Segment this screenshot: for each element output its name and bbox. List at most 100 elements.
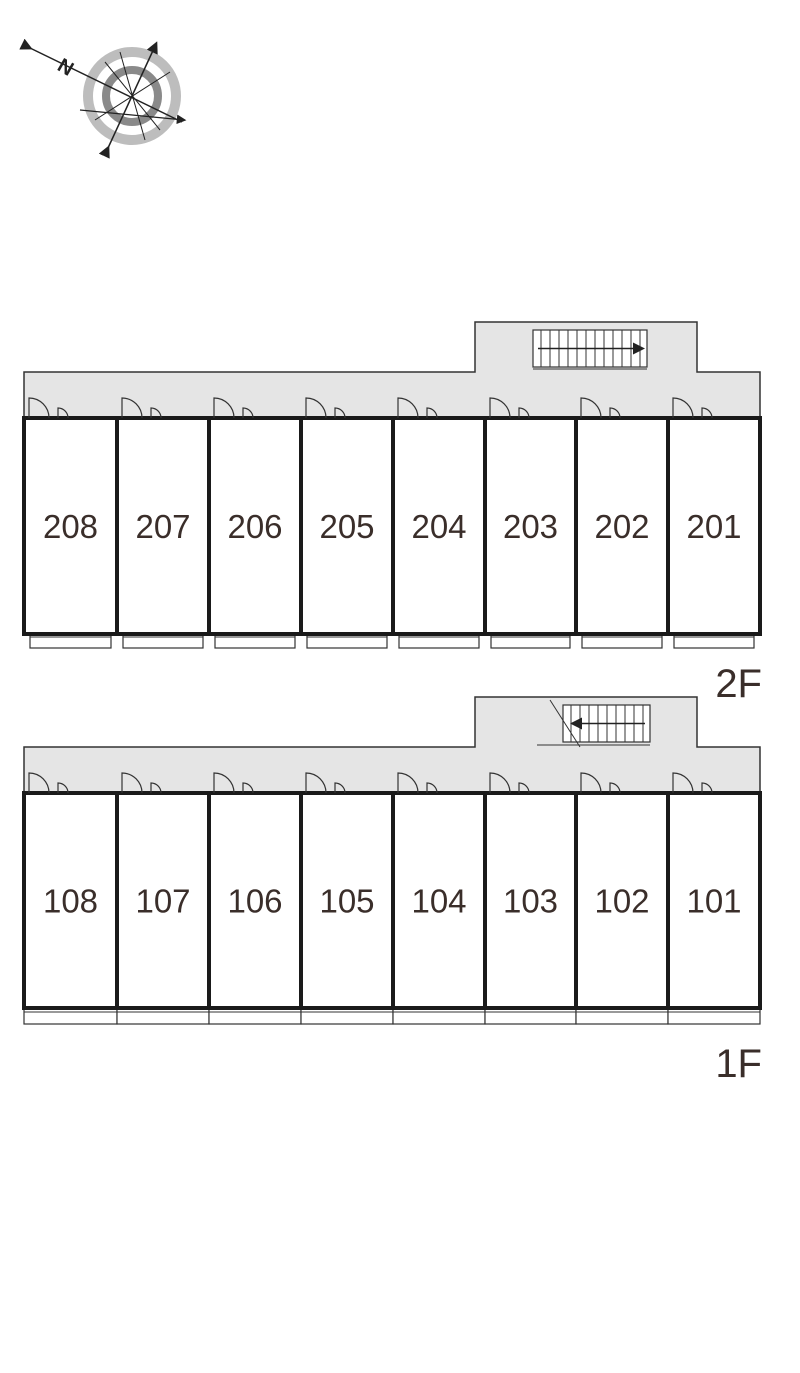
door-icon [580, 397, 602, 419]
balcony [122, 633, 204, 649]
unit-107: 107 [115, 772, 211, 1025]
unit-room [666, 416, 762, 636]
balcony [116, 1007, 210, 1025]
compass-rose-icon: N [19, 38, 187, 159]
unit-106: 106 [207, 772, 303, 1025]
door-icon [242, 782, 254, 794]
unit-label: 205 [319, 508, 374, 545]
balcony [581, 633, 663, 649]
unit-103: 103 [483, 772, 578, 1025]
balcony [306, 633, 388, 649]
door-icon [57, 407, 69, 419]
balcony [23, 1007, 118, 1025]
door-icon [28, 772, 50, 794]
unit-102: 102 [574, 772, 670, 1025]
door-icon [672, 397, 694, 419]
door-icon [121, 397, 143, 419]
door-icon [28, 397, 50, 419]
unit-label: 202 [594, 508, 649, 545]
unit-label: 105 [319, 883, 374, 920]
door-icon [580, 772, 602, 794]
unit-room [483, 791, 578, 1010]
unit-room [207, 416, 303, 636]
floor-label: 2F [715, 662, 762, 706]
door-icon [305, 772, 327, 794]
unit-105: 105 [299, 772, 395, 1025]
unit-room [391, 791, 487, 1010]
floor-1f-plan: 108 107 106 105 104 103 102 101 1F [22, 696, 762, 1086]
unit-label: 201 [686, 508, 741, 545]
door-icon [489, 772, 511, 794]
unit-room [115, 791, 211, 1010]
unit-204: 204 [391, 397, 487, 649]
floor-label: 1F [715, 1042, 762, 1086]
door-icon [334, 782, 346, 794]
unit-101: 101 [666, 772, 762, 1025]
unit-label: 106 [227, 883, 282, 920]
balcony [392, 1007, 486, 1025]
door-icon [426, 407, 438, 419]
unit-label: 101 [686, 883, 741, 920]
unit-room [391, 416, 487, 636]
door-icon [397, 397, 419, 419]
unit-203: 203 [483, 397, 578, 649]
unit-201: 201 [666, 397, 762, 649]
staircase [532, 329, 648, 370]
door-icon [213, 397, 235, 419]
door-icon [305, 397, 327, 419]
door-icon [518, 407, 530, 419]
door-icon [609, 782, 621, 794]
unit-205: 205 [299, 397, 395, 649]
unit-104: 104 [391, 772, 487, 1025]
balcony [300, 1007, 394, 1025]
unit-label: 108 [43, 883, 98, 920]
unit-room [22, 791, 119, 1010]
unit-206: 206 [207, 397, 303, 649]
unit-room [299, 416, 395, 636]
door-icon [213, 772, 235, 794]
corridor [23, 321, 761, 419]
unit-label: 203 [503, 508, 558, 545]
unit-207: 207 [115, 397, 211, 649]
staircase [537, 699, 651, 748]
unit-room [666, 791, 762, 1010]
unit-label: 102 [594, 883, 649, 920]
unit-202: 202 [574, 397, 670, 649]
unit-room [483, 416, 578, 636]
unit-label: 208 [43, 508, 98, 545]
door-icon [426, 782, 438, 794]
floor-2f-plan: 208 207 206 205 204 203 202 201 2F [22, 321, 762, 706]
unit-108: 108 [22, 772, 119, 1025]
door-icon [242, 407, 254, 419]
unit-label: 207 [135, 508, 190, 545]
balcony [29, 633, 112, 649]
unit-room [207, 791, 303, 1010]
unit-label: 206 [227, 508, 282, 545]
door-icon [701, 782, 713, 794]
unit-label: 104 [411, 883, 466, 920]
door-icon [672, 772, 694, 794]
door-icon [150, 407, 162, 419]
door-icon [150, 782, 162, 794]
balcony [398, 633, 480, 649]
balcony [208, 1007, 302, 1025]
door-icon [609, 407, 621, 419]
balcony [667, 1007, 761, 1025]
balcony [673, 633, 755, 649]
door-icon [701, 407, 713, 419]
compass-north-label: N [54, 54, 78, 80]
unit-label: 107 [135, 883, 190, 920]
door-icon [489, 397, 511, 419]
door-icon [397, 772, 419, 794]
door-icon [57, 782, 69, 794]
balcony [490, 633, 571, 649]
unit-208: 208 [22, 397, 119, 649]
balcony [575, 1007, 669, 1025]
unit-room [574, 791, 670, 1010]
door-icon [518, 782, 530, 794]
door-icon [121, 772, 143, 794]
unit-label: 103 [503, 883, 558, 920]
balcony [214, 633, 296, 649]
unit-label: 204 [411, 508, 466, 545]
